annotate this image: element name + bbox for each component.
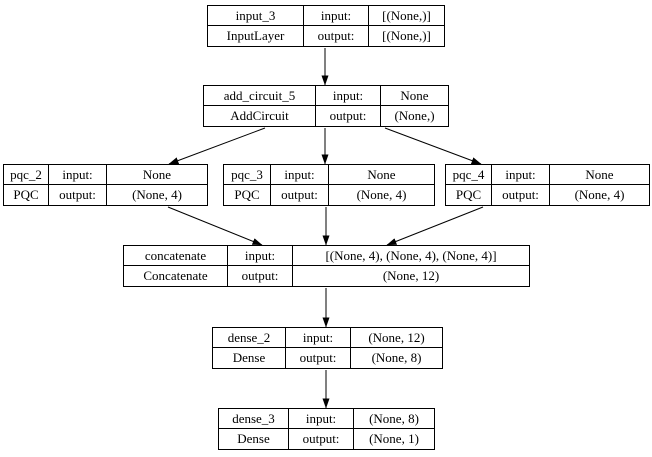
output-label: output: — [304, 26, 369, 46]
layer-name: concatenate — [124, 246, 228, 266]
output-shape: (None, 12) — [382, 268, 440, 283]
input-label: input: — [316, 86, 381, 106]
node-add_circuit_5: add_circuit_5 input: None AddCircuit out… — [203, 85, 449, 127]
input-label: input: — [271, 165, 329, 185]
node-dense_3: dense_3 input: (None, 8) Dense output: (… — [218, 408, 435, 450]
output-shape: (None, 4) — [356, 187, 407, 202]
edge-pqc_4-to-concatenate — [386, 206, 484, 246]
output-shape: (None,) — [394, 108, 435, 123]
input-label: input: — [49, 165, 107, 185]
output-shape: (None, 4) — [132, 187, 182, 202]
input-label: input: — [286, 328, 351, 348]
layer-type: InputLayer — [208, 26, 304, 46]
node-dense_2: dense_2 input: (None, 12) Dense output: … — [212, 327, 443, 369]
layer-type: PQC — [446, 185, 492, 205]
input-shape: None — [107, 165, 207, 185]
output-label: output: — [492, 185, 550, 205]
input-shape: (None, 12) — [351, 328, 442, 348]
layer-name: add_circuit_5 — [204, 86, 316, 106]
layer-name: pqc_4 — [446, 165, 492, 185]
output-label: output: — [316, 106, 381, 126]
layer-name: dense_2 — [213, 328, 286, 348]
edge-add_circuit_5-to-pqc_2 — [168, 127, 266, 165]
input-label: input: — [492, 165, 550, 185]
layer-name: dense_3 — [219, 409, 289, 429]
output-label: output: — [49, 185, 107, 205]
output-shape: [(None,)] — [382, 28, 431, 43]
layer-type: AddCircuit — [204, 106, 316, 126]
edge-add_circuit_5-to-pqc_4 — [384, 127, 482, 165]
input-shape: None — [550, 165, 649, 185]
output-label: output: — [289, 429, 354, 449]
output-label: output: — [228, 266, 293, 286]
node-input_3: input_3 input: [(None,)] InputLayer outp… — [207, 5, 445, 47]
output-shape: (None, 1) — [369, 431, 419, 446]
layer-type: Dense — [219, 429, 289, 449]
input-shape: None — [329, 165, 434, 185]
node-pqc_2: pqc_2 input: None PQC output: (None, 4) — [3, 164, 208, 206]
input-shape: None — [381, 86, 448, 106]
node-pqc_3: pqc_3 input: None PQC output: (None, 4) — [223, 164, 435, 206]
output-label: output: — [271, 185, 329, 205]
layer-type: Concatenate — [124, 266, 228, 286]
layer-type: PQC — [224, 185, 271, 205]
output-shape: (None, 8) — [371, 350, 422, 365]
edge-pqc_2-to-concatenate — [167, 206, 263, 246]
input-label: input: — [289, 409, 354, 429]
layer-name: pqc_3 — [224, 165, 271, 185]
input-label: input: — [304, 6, 369, 26]
input-shape: [(None,)] — [369, 6, 444, 26]
input-shape: (None, 8) — [354, 409, 434, 429]
node-concatenate: concatenate input: [(None, 4), (None, 4)… — [123, 245, 530, 287]
layer-name: input_3 — [208, 6, 304, 26]
layer-type: PQC — [4, 185, 49, 205]
output-shape: (None, 4) — [574, 187, 625, 202]
layer-type: Dense — [213, 348, 286, 368]
layer-name: pqc_2 — [4, 165, 49, 185]
input-shape: [(None, 4), (None, 4), (None, 4)] — [293, 246, 529, 266]
input-label: input: — [228, 246, 293, 266]
output-label: output: — [286, 348, 351, 368]
node-pqc_4: pqc_4 input: None PQC output: (None, 4) — [445, 164, 650, 206]
